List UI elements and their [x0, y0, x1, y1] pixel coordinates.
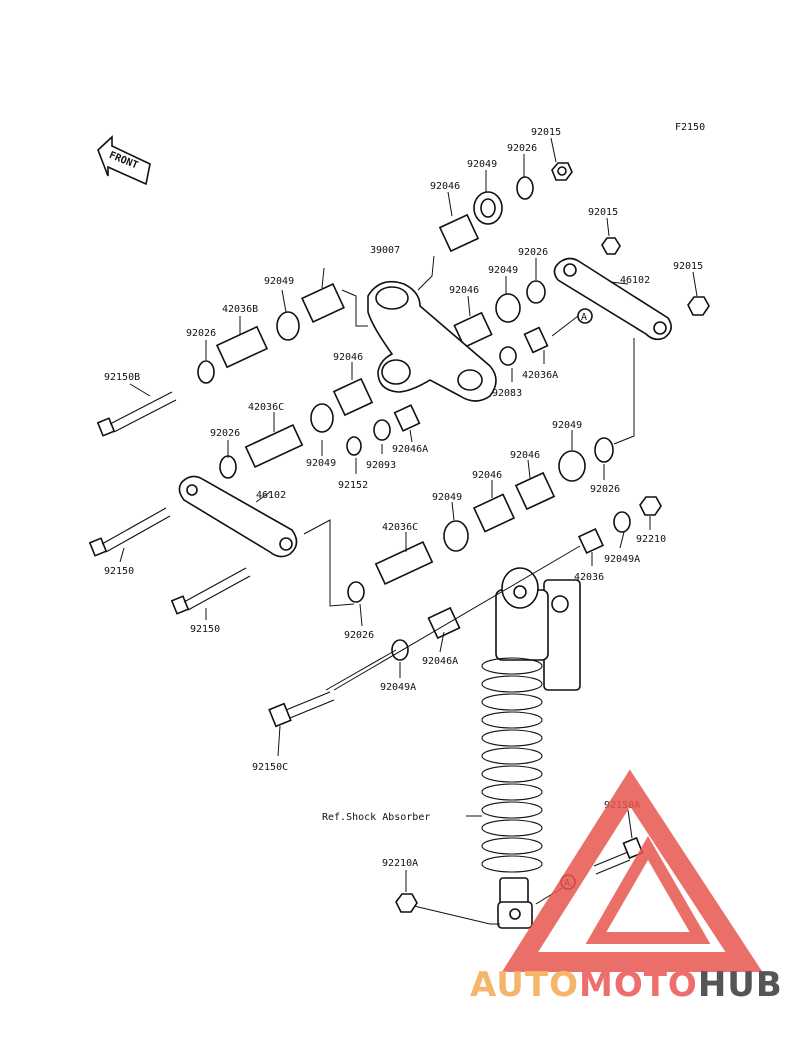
left-upper-stack: [96, 282, 345, 437]
callout: 92026: [186, 328, 216, 339]
callout: 92049A: [604, 554, 640, 565]
callout: 92150B: [104, 372, 140, 383]
callout: 92026: [590, 484, 620, 495]
callout: 42036C: [248, 402, 284, 413]
callout: 92046: [449, 285, 479, 296]
middle-stack: A: [219, 308, 593, 479]
callout: 92152: [338, 480, 368, 491]
callout: 92046: [510, 450, 540, 461]
callout: 92046: [333, 352, 363, 363]
callout: 46102: [620, 275, 650, 286]
callout: 42036A: [522, 370, 558, 381]
callout: 92210A: [382, 858, 418, 869]
callout: 42036: [574, 572, 604, 583]
watermark-logo: [501, 769, 763, 972]
callout: 92026: [210, 428, 240, 439]
callout: 92026: [518, 247, 548, 258]
callout: 92083: [492, 388, 522, 399]
callout: 46102: [256, 490, 286, 501]
shock-absorber: [481, 567, 581, 929]
tie-rod-upper: [453, 237, 710, 349]
leader-lines: [119, 137, 698, 925]
tie-rod-lower: [88, 475, 298, 615]
upper-bearing-stack: [438, 162, 573, 253]
callout: 92049: [306, 458, 336, 469]
callout: 92210: [636, 534, 666, 545]
shock-spring: [481, 657, 543, 873]
callout: 92049: [552, 420, 582, 431]
callout: 92046: [472, 470, 502, 481]
callout: 92046A: [392, 444, 428, 455]
callout: 92049: [264, 276, 294, 287]
callout: 92046A: [422, 656, 458, 667]
callout: 42036B: [222, 304, 258, 315]
callout: 92093: [366, 460, 396, 471]
front-arrow-icon: FRONT: [97, 135, 151, 186]
watermark-text: AUTOMOTOHUB: [470, 965, 783, 1005]
ref-shock-label: Ref.Shock Absorber: [322, 812, 430, 823]
callout: 92046: [430, 181, 460, 192]
callout: 92049: [432, 492, 462, 503]
callout: 92049A: [380, 682, 416, 693]
callout: 39007: [370, 245, 400, 256]
right-lower-stack: [268, 437, 662, 728]
rocker-arm: [367, 280, 497, 402]
callout: 92015: [673, 261, 703, 272]
figure-id: F2150: [675, 122, 705, 133]
callout: 92026: [344, 630, 374, 641]
callout: 92015: [531, 127, 561, 138]
callout: 42036C: [382, 522, 418, 533]
callout: 92150C: [252, 762, 288, 773]
callout: 92026: [507, 143, 537, 154]
callout: 92049: [467, 159, 497, 170]
marker-a-top: A: [581, 312, 587, 323]
callout-labels: 92015 92026 92049 92046 92015 39007 9202…: [104, 127, 703, 869]
callout: 92015: [588, 207, 618, 218]
callout: 92150: [104, 566, 134, 577]
callout: 92150: [190, 624, 220, 635]
callout: 92049: [488, 265, 518, 276]
